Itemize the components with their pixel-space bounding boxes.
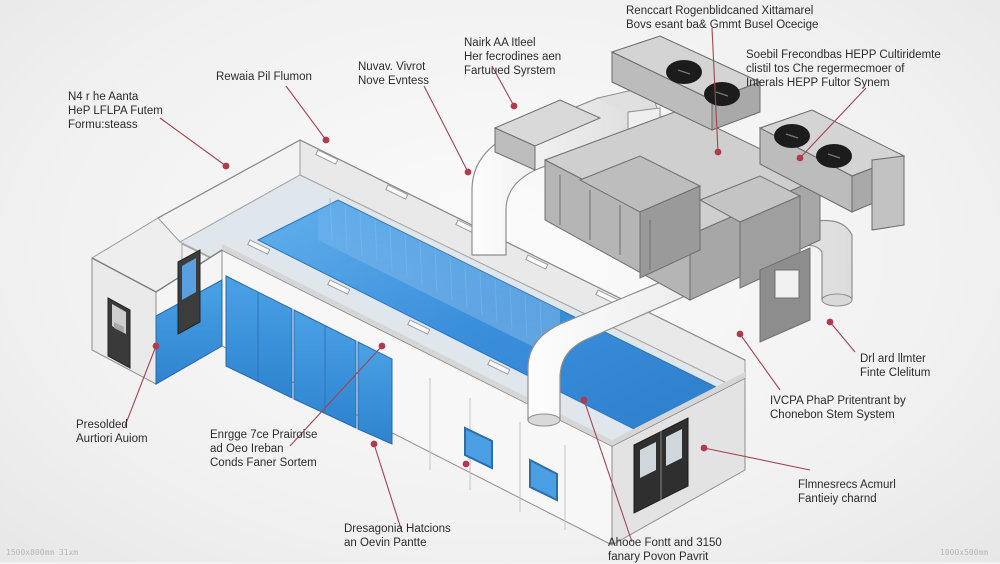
label-noise-vent: Nuvav. Vivrot Nove Evntess bbox=[358, 61, 429, 87]
airflow-streaks bbox=[318, 190, 560, 360]
blue-panels bbox=[155, 275, 566, 530]
label-panel-filtration: Rewaia Pil Flumon bbox=[216, 71, 312, 83]
corner-dimension-right: 1000x500mm bbox=[940, 548, 989, 557]
label-engage-filter: Enrgge 7ce Prairoise ad Oeo Ireban Conds… bbox=[210, 429, 318, 469]
leader-lines bbox=[124, 27, 867, 543]
label-filter-section: Soebil Frecondbas HEPP Cultiridemte clis… bbox=[746, 49, 941, 89]
door-icon bbox=[633, 417, 689, 514]
mechanical-plant bbox=[493, 99, 822, 343]
fan-icon bbox=[666, 60, 702, 84]
label-bottom-right-note: Flmnesrecs Acmurl Fantieiy charnd bbox=[798, 479, 896, 505]
label-differential-monitors: Dresagonia Hatcions an Oevin Pantte bbox=[344, 523, 451, 549]
door-icon bbox=[107, 297, 131, 369]
fan-icon bbox=[816, 144, 852, 168]
fan-icon bbox=[774, 124, 810, 148]
fan-icon bbox=[704, 82, 740, 106]
door-icon bbox=[177, 249, 201, 335]
label-hepa-exhaust: IVCPA PhaP Pritentrant by Chonebon Stem … bbox=[770, 395, 906, 421]
label-dried-filter: Drl ard llmter Finte Clelitum bbox=[860, 353, 931, 379]
corner-dimension-left: 1500x800mm 31xm bbox=[6, 548, 79, 557]
window-icon bbox=[464, 426, 558, 502]
label-exhaust-system: Nairk AA Itleel Her fecrodines aen Fartu… bbox=[464, 37, 562, 77]
label-top-right-title: Renccart Rogenblidcaned Xittamarel Bovs … bbox=[626, 5, 819, 31]
leader-dots bbox=[152, 102, 834, 468]
label-after-event: Ahooe Fontt and 3150 fanary Povon Pavrit bbox=[608, 537, 722, 563]
label-pressurized-airlock: Presolded Aurtiori Auiom bbox=[76, 419, 148, 445]
label-hepa-filter-left: N4 r he Aanta HeP LFLPA Futem Formu:stea… bbox=[68, 91, 163, 131]
